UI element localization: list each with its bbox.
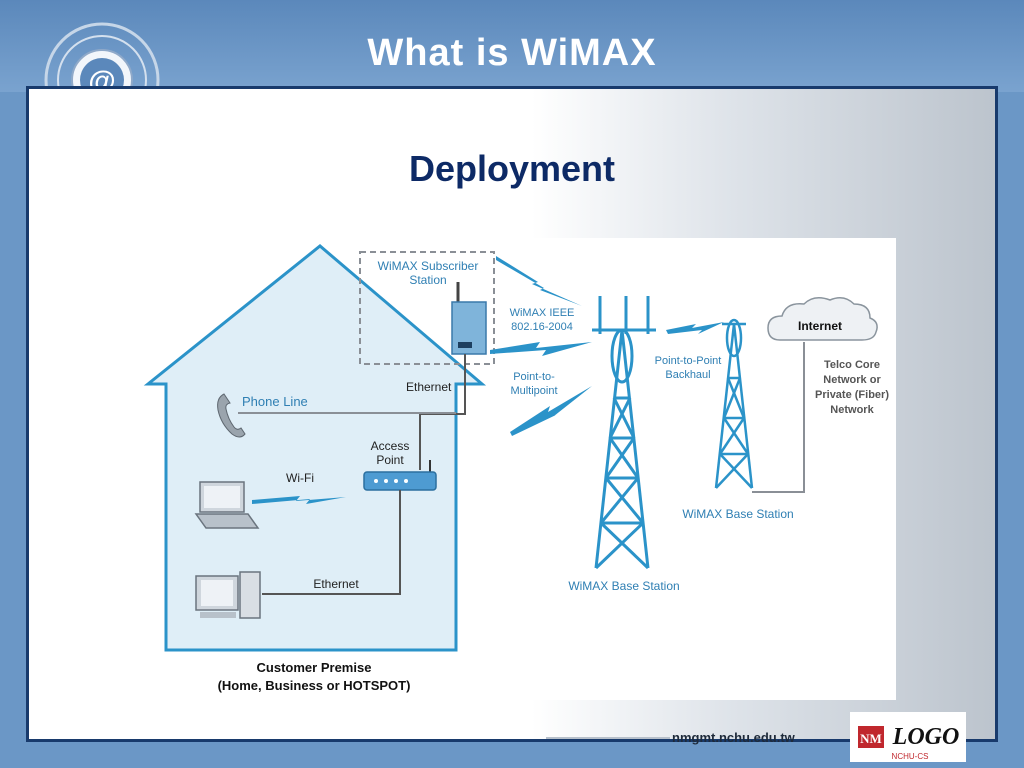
access-point-label-2: Point bbox=[376, 453, 404, 467]
slide-title: What is WiMAX bbox=[367, 32, 657, 74]
telco-label-1: Telco Core bbox=[824, 359, 880, 371]
access-point-label-1: Access bbox=[371, 439, 410, 453]
logo-main-text: LOGO bbox=[892, 724, 960, 750]
header-band bbox=[0, 0, 1024, 92]
nchu-cs-logo-icon: NM LOGO NCHU-CS bbox=[850, 712, 966, 762]
ethernet-bottom-label: Ethernet bbox=[313, 577, 359, 591]
house-shape bbox=[143, 244, 487, 652]
wireless-bolt-top bbox=[496, 256, 582, 306]
footer-url: nmgmt.nchu.edu.tw bbox=[672, 730, 795, 745]
desktop-computer-icon bbox=[195, 571, 261, 619]
wifi-label: Wi-Fi bbox=[286, 471, 314, 485]
logo-caption-text: NCHU-CS bbox=[892, 752, 929, 761]
wifi-signal-bolt bbox=[252, 496, 346, 504]
telco-label-2: Network or bbox=[823, 374, 881, 386]
logo-nm-text: NM bbox=[860, 731, 882, 746]
customer-premise-label-1: Customer Premise bbox=[257, 660, 372, 675]
laptop-icon bbox=[194, 481, 260, 529]
telco-label-4: Network bbox=[830, 404, 874, 416]
internet-label: Internet bbox=[798, 319, 842, 333]
base-station-tower-small-icon bbox=[714, 318, 754, 489]
ethernet-top-label: Ethernet bbox=[406, 380, 452, 394]
customer-premise-label-2: (Home, Business or HOTSPOT) bbox=[218, 678, 411, 693]
subscriber-device-icon bbox=[451, 282, 487, 355]
wimax-deployment-diagram: WiMAX Subscriber Station Ethernet Phone … bbox=[140, 238, 896, 700]
ptmp-label-1: Point-to- bbox=[513, 371, 555, 383]
ethernet-link-bottom bbox=[262, 490, 401, 595]
slide-subtitle: Deployment bbox=[408, 148, 616, 189]
ptp-label-2: Backhaul bbox=[665, 369, 710, 381]
access-point-icon bbox=[363, 460, 437, 491]
telephone-icon bbox=[217, 393, 246, 438]
phone-line-label: Phone Line bbox=[242, 394, 308, 409]
backhaul-bolt bbox=[666, 322, 724, 334]
ptp-label-1: Point-to-Point bbox=[655, 355, 722, 367]
wireless-bolt-middle bbox=[490, 342, 592, 356]
base-station-right-label: WiMAX Base Station bbox=[682, 507, 793, 521]
base-station-left-label: WiMAX Base Station bbox=[568, 579, 679, 593]
base-station-tower-large-icon bbox=[592, 296, 656, 570]
subscriber-station-label-2: Station bbox=[409, 273, 446, 287]
internet-cloud-icon bbox=[767, 297, 878, 341]
fiber-link bbox=[752, 342, 805, 493]
ptmp-label-2: Multipoint bbox=[510, 385, 557, 397]
ieee-label-2: 802.16-2004 bbox=[511, 321, 573, 333]
subscriber-station-box bbox=[359, 251, 495, 365]
telco-label-3: Private (Fiber) bbox=[815, 389, 889, 401]
wireless-bolt-bottom bbox=[510, 386, 592, 436]
subscriber-station-label-1: WiMAX Subscriber bbox=[378, 259, 479, 273]
footer-divider bbox=[546, 737, 670, 739]
ieee-label-1: WiMAX IEEE bbox=[510, 307, 575, 319]
